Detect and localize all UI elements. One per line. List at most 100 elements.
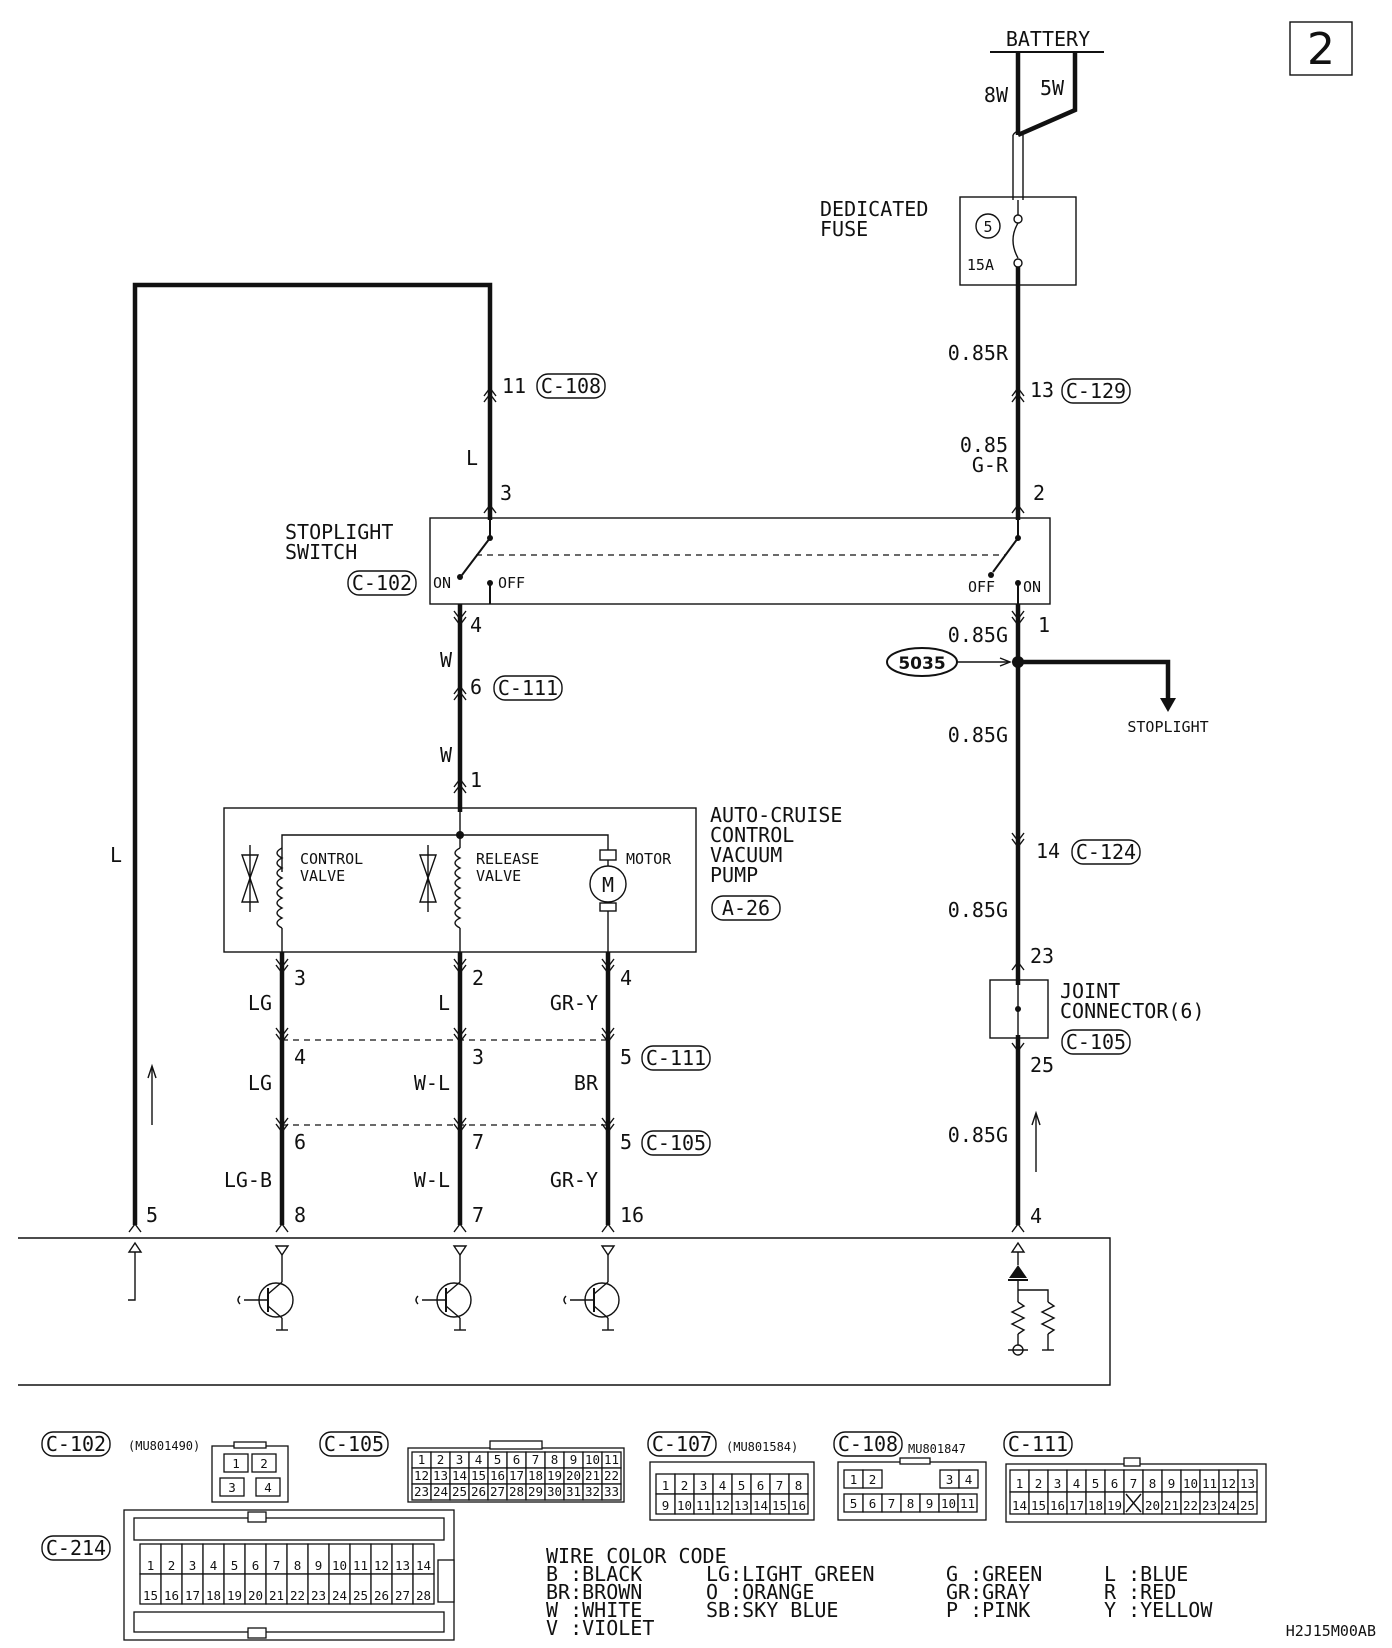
c105-pin: 17 xyxy=(509,1468,524,1483)
col3-pin-b: 5 xyxy=(620,1045,632,1069)
pump-internal-bus xyxy=(281,834,609,872)
c111-pin: 23 xyxy=(1202,1498,1217,1513)
c124-tag xyxy=(1071,839,1141,865)
svg-text:V :VIOLET: V :VIOLET xyxy=(546,1616,654,1640)
col3-pin-c: 5 xyxy=(620,1130,632,1154)
c105-pin: 18 xyxy=(528,1468,543,1483)
c108b-pin: 4 xyxy=(965,1472,973,1487)
c111-pin: 10 xyxy=(1183,1476,1198,1491)
pump-label-line2: CONTROL xyxy=(710,823,794,847)
c108c-pin: 9 xyxy=(926,1496,934,1511)
c214-pin: 11 xyxy=(353,1558,368,1573)
c108b-pin-cell xyxy=(958,1469,979,1489)
c111-tag-upper xyxy=(493,675,563,701)
col2-pin-d: 7 xyxy=(472,1203,484,1227)
c108c-pin: 6 xyxy=(869,1496,877,1511)
c107-pin: 12 xyxy=(715,1498,730,1513)
c105-pin: 14 xyxy=(452,1468,467,1483)
c214-pin: 9 xyxy=(315,1558,323,1573)
switch-on-left: ON xyxy=(433,574,451,592)
c129-pin: 13 xyxy=(1030,378,1054,402)
col2-pin-a: 2 xyxy=(472,966,484,990)
c111-tag-lower xyxy=(641,1045,711,1071)
fuse-label-line1: DEDICATED xyxy=(820,197,928,221)
c214-pin: 13 xyxy=(395,1558,410,1573)
col2-pin-b: 3 xyxy=(472,1045,484,1069)
conn-c107-label: C-107 xyxy=(652,1432,712,1456)
c214-pin: 28 xyxy=(416,1588,431,1603)
battery-label: BATTERY xyxy=(1006,27,1090,51)
c107-pin: 8 xyxy=(795,1478,803,1493)
wire-color-legend: WIRE COLOR CODE B :BLACK BR:BROWN W :WHI… xyxy=(546,1544,1213,1640)
switch-off-right: OFF xyxy=(968,578,995,596)
switch-on-right: ON xyxy=(1023,578,1041,596)
c214-pin: 18 xyxy=(206,1588,221,1603)
col2-color-c: W-L xyxy=(414,1168,450,1192)
c214-pin: 22 xyxy=(290,1588,305,1603)
release-valve-line2: VALVE xyxy=(476,867,521,885)
left-ecu-pin: 5 xyxy=(146,1203,158,1227)
battery-wire-5w xyxy=(1017,52,1078,138)
svg-text:4: 4 xyxy=(264,1480,272,1495)
c111-pin-6: 6 xyxy=(470,675,482,699)
page-number: 2 xyxy=(1307,24,1335,75)
c111-pin: 20 xyxy=(1145,1498,1160,1513)
svg-text:P :PINK: P :PINK xyxy=(946,1598,1030,1622)
c108c-pin: 8 xyxy=(907,1496,915,1511)
c111-label-upper: C-111 xyxy=(498,676,558,700)
control-valve-line1: CONTROL xyxy=(300,850,363,868)
fuse-number: 5 xyxy=(983,218,992,236)
c107-pin: 16 xyxy=(791,1498,806,1513)
c111-pin: 17 xyxy=(1069,1498,1084,1513)
svg-text:3: 3 xyxy=(228,1480,236,1495)
c105-tag-joint xyxy=(1061,1029,1131,1055)
wire-gr-label-line2: G-R xyxy=(972,453,1009,477)
c108c-pin: 11 xyxy=(960,1496,975,1511)
control-valve-line2: VALVE xyxy=(300,867,345,885)
wire-w-upper-label: W xyxy=(440,648,453,672)
switch-pin-4: 4 xyxy=(470,613,482,637)
c214-pin: 25 xyxy=(353,1588,368,1603)
wire-gr-label-line1: 0.85 xyxy=(960,433,1008,457)
wire-l-top-label: L xyxy=(466,446,478,470)
c111-pin-cell xyxy=(1237,1491,1258,1515)
svg-text:R :RED: R :RED xyxy=(1104,1580,1176,1604)
c105-pin: 16 xyxy=(490,1468,505,1483)
switch-right-arm xyxy=(992,537,1019,573)
c105-pin: 28 xyxy=(509,1484,524,1499)
battery-wire-8w-label: 8W xyxy=(984,83,1009,107)
c102-tag xyxy=(347,570,417,596)
svg-text:G :GREEN: G :GREEN xyxy=(946,1562,1042,1586)
wire-g2-label: 0.85G xyxy=(948,723,1008,747)
switch-pin-3: 3 xyxy=(500,481,512,505)
c105-pin: 8 xyxy=(551,1452,559,1467)
c105-pin: 2 xyxy=(437,1452,445,1467)
conn-c102-tag xyxy=(41,1431,111,1457)
c111-pin: 16 xyxy=(1050,1498,1065,1513)
stoplight-dest-label: STOPLIGHT xyxy=(1127,718,1208,736)
svg-text:2: 2 xyxy=(260,1456,268,1471)
c111-pin: 12 xyxy=(1221,1476,1236,1491)
c214-pin: 8 xyxy=(294,1558,302,1573)
svg-text:LG:LIGHT GREEN: LG:LIGHT GREEN xyxy=(706,1562,875,1586)
c105-pin: 13 xyxy=(433,1468,448,1483)
motor-symbol: M xyxy=(602,873,614,897)
col1-color-c: LG-B xyxy=(224,1168,272,1192)
conn-c102-label: C-102 xyxy=(46,1432,106,1456)
fuse-element xyxy=(1012,222,1019,259)
wire-l-left-label: L xyxy=(110,843,122,867)
stoplight-switch-box xyxy=(429,517,1051,605)
c105-pin: 31 xyxy=(566,1484,581,1499)
c108-pin: 11 xyxy=(502,374,526,398)
c105-pin: 4 xyxy=(475,1452,483,1467)
joint-label-line1: JOINT xyxy=(1060,979,1120,1003)
a26-label: A-26 xyxy=(722,896,770,920)
pump-label-line3: VACUUM xyxy=(710,843,782,867)
c108a-pin: 2 xyxy=(869,1472,877,1487)
fuse-label-line2: FUSE xyxy=(820,217,868,241)
c129-tag xyxy=(1061,378,1131,404)
